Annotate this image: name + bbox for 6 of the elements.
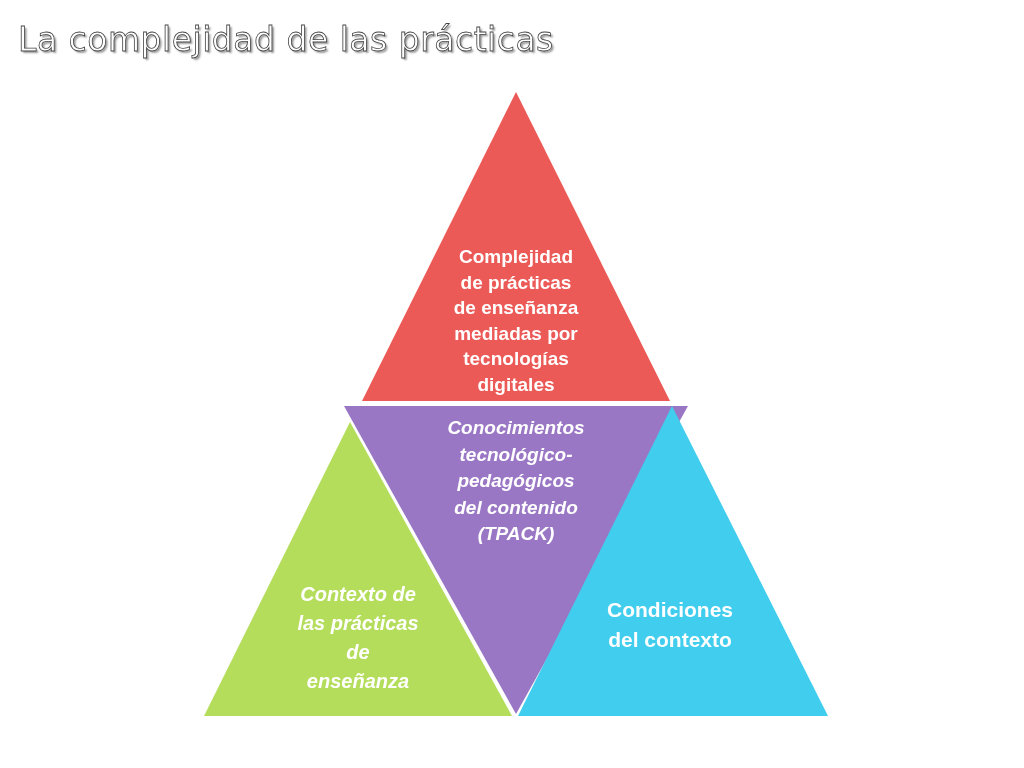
upper-triangle <box>362 92 670 401</box>
triangle-label: Conocimientos tecnológico-pedagógicos del contenido (TPACK) <box>446 416 586 546</box>
triangle-label: Complejidad de prácticas de enseñanza mediadas por tecnologías digitales <box>452 245 580 397</box>
triangle-label: Condiciones del contexto <box>606 597 734 653</box>
triangle-label: Contexto de las prácticas de enseñanza <box>296 582 420 694</box>
title: La complejidad de las prácticas <box>18 20 554 60</box>
